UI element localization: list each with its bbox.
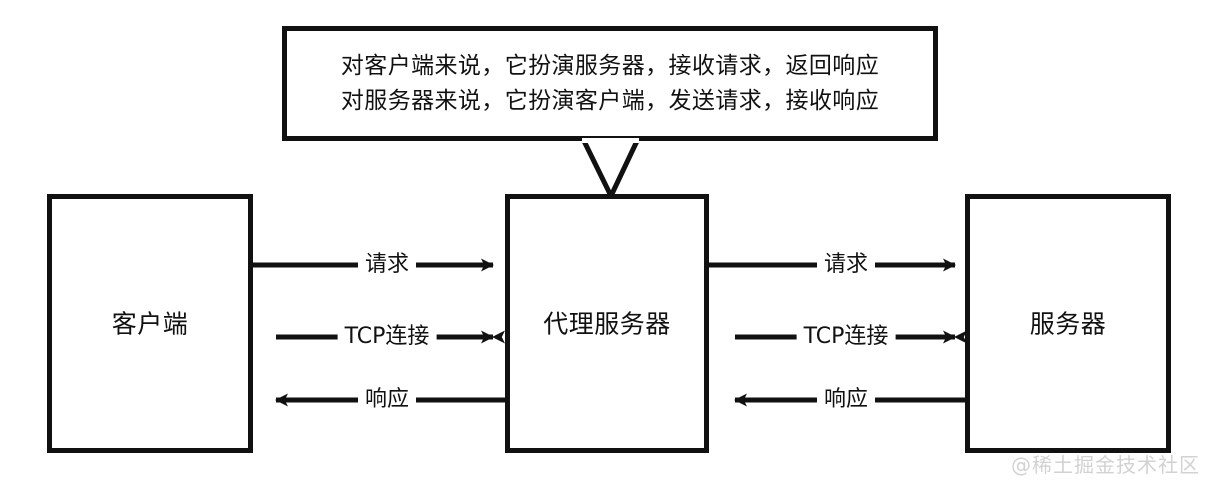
node-box-client bbox=[47, 194, 253, 453]
node-box-server bbox=[965, 194, 1171, 453]
edge-label-right-response: 响应 bbox=[816, 389, 876, 411]
edge-label-right-request: 请求 bbox=[816, 254, 876, 276]
edge-label-left-response: 响应 bbox=[357, 389, 417, 411]
node-label-server: 服务器 bbox=[1029, 309, 1107, 339]
node-label-client: 客户端 bbox=[111, 309, 189, 339]
callout-tail bbox=[581, 139, 640, 202]
edge-label-left-tcp: TCP连接 bbox=[337, 326, 437, 348]
callout-balloon bbox=[282, 26, 938, 202]
edge-label-right-tcp: TCP连接 bbox=[796, 326, 896, 348]
watermark: @稀土掘金技术社区 bbox=[1011, 453, 1200, 477]
edge-label-left-request: 请求 bbox=[357, 254, 417, 276]
node-label-proxy: 代理服务器 bbox=[543, 309, 671, 339]
node-box-proxy bbox=[505, 194, 709, 453]
